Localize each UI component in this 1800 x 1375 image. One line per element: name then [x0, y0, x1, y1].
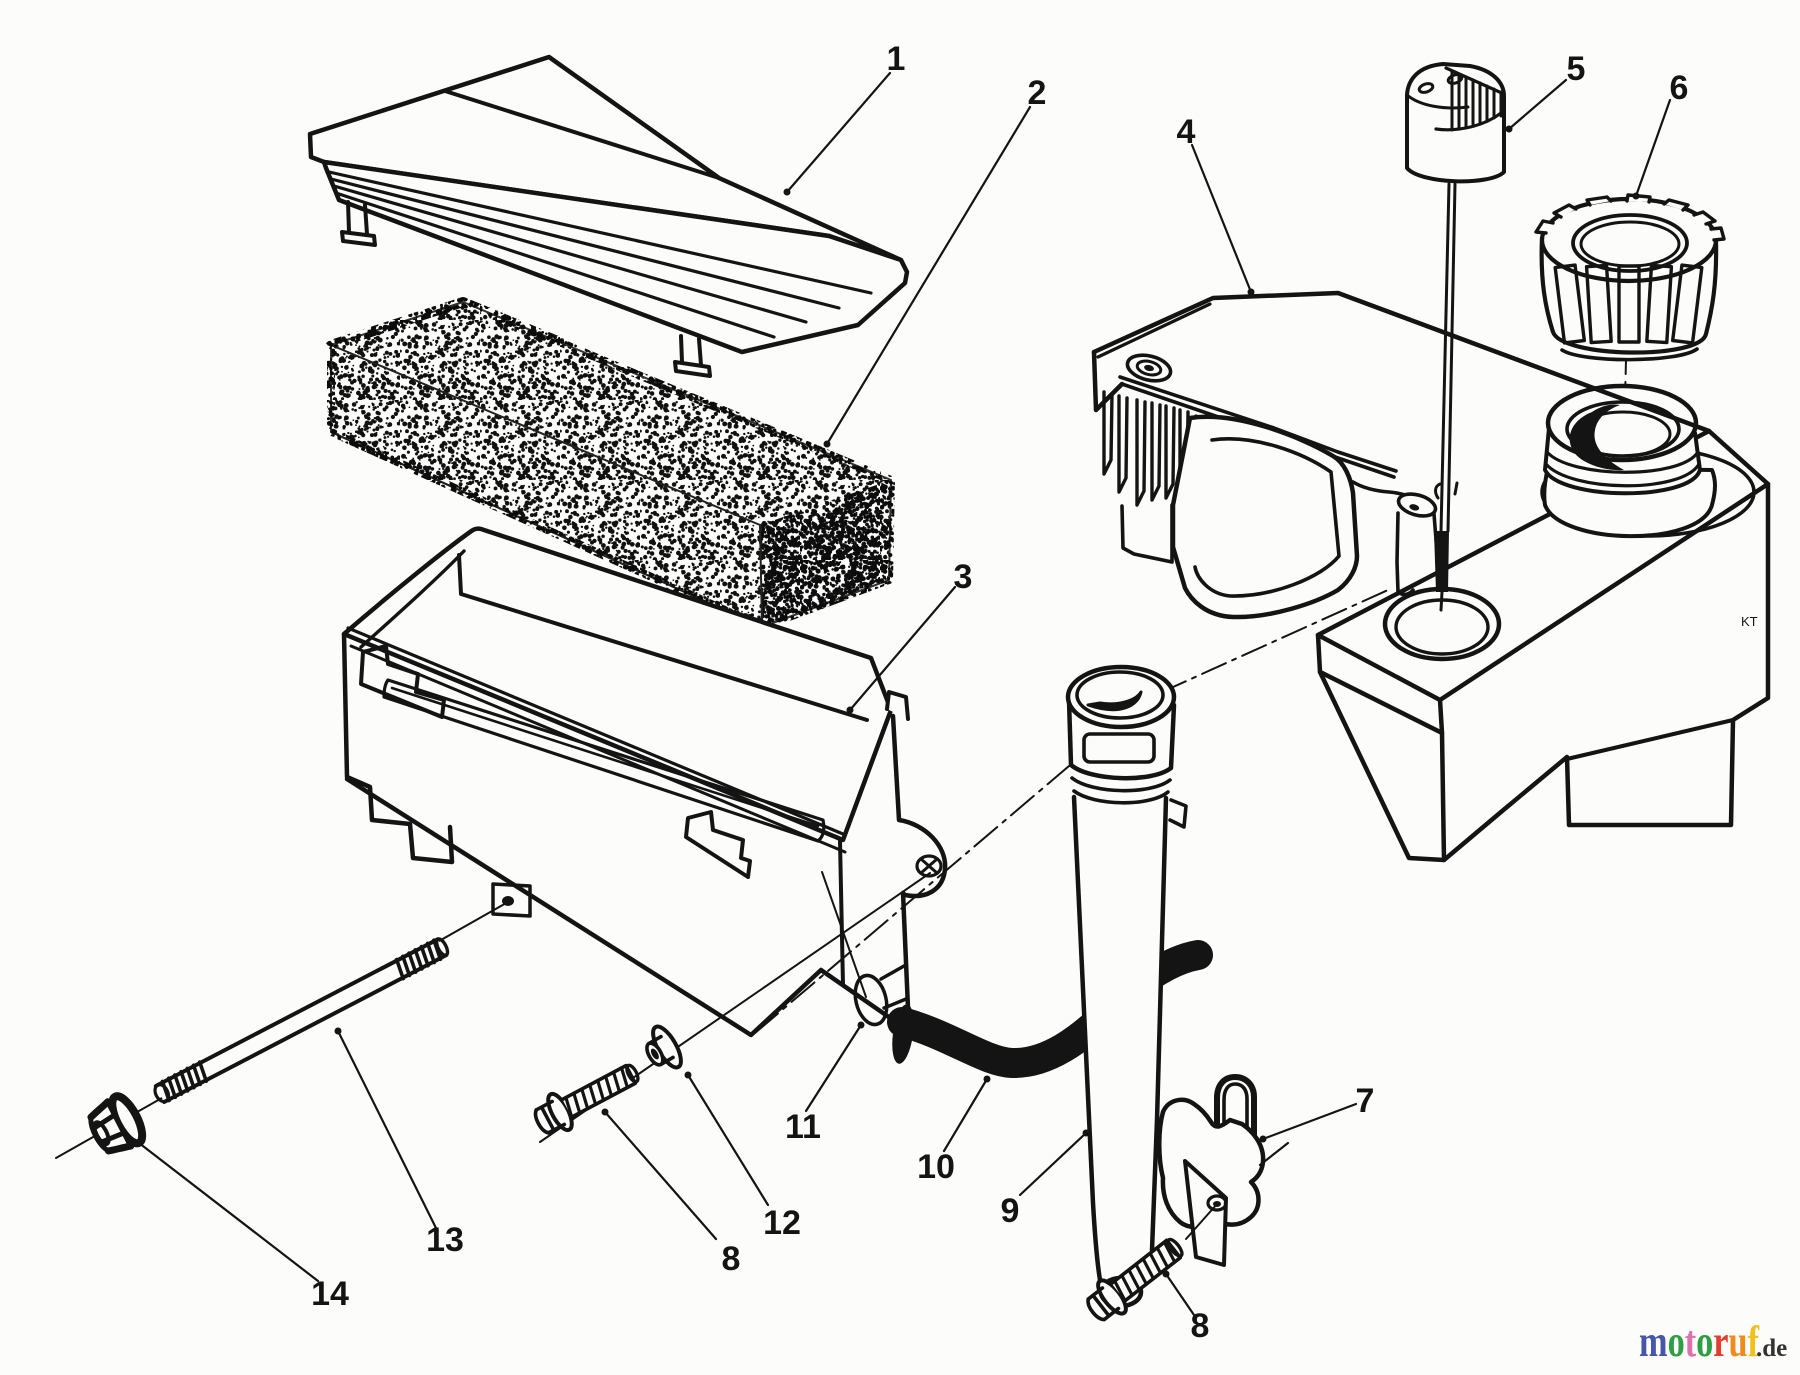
svg-text:1: 1 — [887, 40, 906, 78]
svg-text:13: 13 — [426, 1221, 464, 1259]
svg-text:3: 3 — [954, 558, 973, 596]
svg-text:9: 9 — [1001, 1192, 1020, 1230]
svg-text:12: 12 — [763, 1204, 801, 1242]
svg-text:motoruf: motoruf — [1639, 1317, 1760, 1366]
svg-text:8: 8 — [722, 1240, 741, 1278]
svg-text:8: 8 — [1191, 1307, 1210, 1345]
svg-text:2: 2 — [1028, 74, 1047, 112]
svg-text:14: 14 — [311, 1275, 349, 1313]
svg-text:7: 7 — [1356, 1082, 1375, 1120]
svg-text:11: 11 — [785, 1108, 821, 1146]
svg-text:6: 6 — [1670, 69, 1689, 107]
svg-text:.de: .de — [1756, 1335, 1787, 1362]
svg-text:10: 10 — [917, 1148, 955, 1186]
svg-text:4: 4 — [1177, 113, 1196, 151]
svg-text:5: 5 — [1567, 50, 1586, 88]
svg-text:KT: KT — [1741, 614, 1758, 629]
